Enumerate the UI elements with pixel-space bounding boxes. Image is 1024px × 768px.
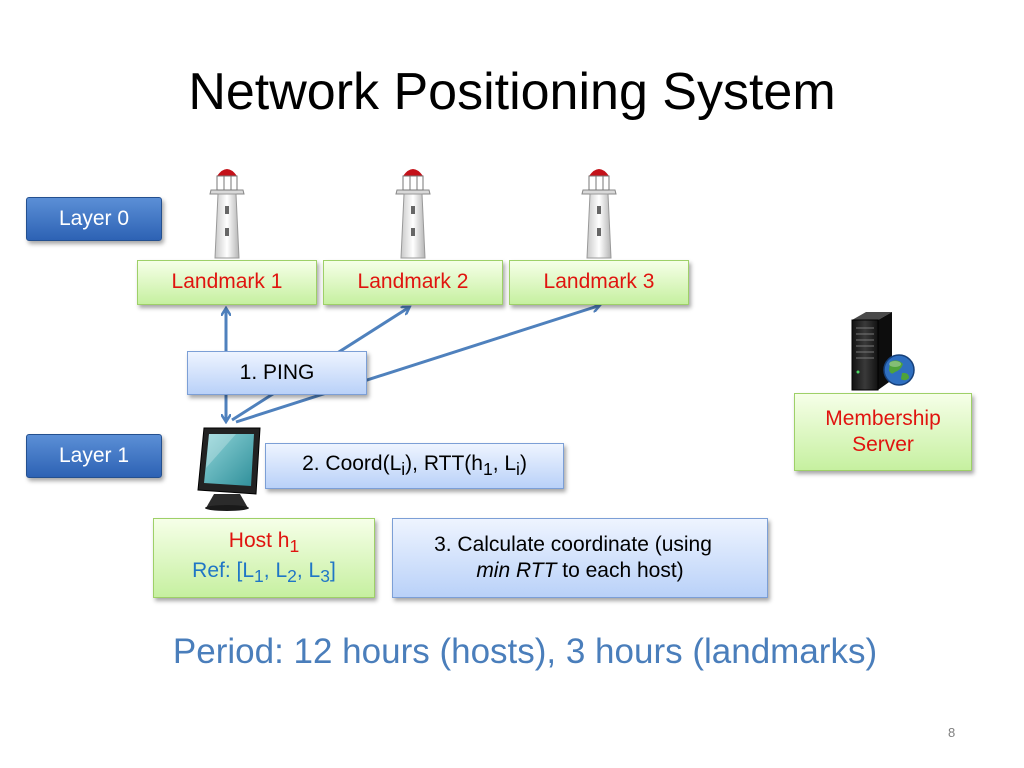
landmark-3-label: Landmark 3 [543, 270, 655, 294]
layer-0-label: Layer 0 [26, 197, 162, 241]
lighthouse-icon [581, 169, 617, 259]
calculate-line-2: min RTT to each host) [476, 559, 684, 582]
page-number: 8 [948, 725, 956, 740]
layer-0-text: Layer 0 [58, 206, 130, 230]
membership-server-line-1: Membership [825, 406, 941, 430]
monitor-icon [197, 427, 261, 511]
lighthouse-icon [395, 169, 431, 259]
landmark-2-box: Landmark 2 [323, 260, 503, 305]
landmark-1-label: Landmark 1 [171, 270, 283, 294]
calculate-line-1: 3. Calculate coordinate (using [434, 532, 712, 556]
membership-server-line-2: Server [852, 433, 914, 456]
membership-server-box: Membership Server [794, 393, 972, 471]
host-name: Host h1 [228, 528, 300, 557]
layer-1-text: Layer 1 [58, 443, 130, 467]
landmark-3-box: Landmark 3 [509, 260, 689, 305]
host-box: Host h1 Ref: [L1, L2, L3] [153, 518, 375, 598]
coord-step-box: 2. Coord(Li), RTT(h1, Li) [265, 443, 564, 489]
arrow-to-landmark-3 [235, 306, 598, 424]
coord-step-label: 2. Coord(Li), RTT(h1, Li) [302, 451, 527, 480]
ping-step-box: 1. PING [187, 351, 367, 395]
calculate-step-box: 3. Calculate coordinate (using min RTT t… [392, 518, 768, 598]
ping-step-label: 1. PING [239, 360, 315, 384]
landmark-2-label: Landmark 2 [357, 270, 469, 294]
host-ref: Ref: [L1, L2, L3] [192, 559, 336, 587]
lighthouse-icon [209, 169, 245, 259]
layer-1-label: Layer 1 [26, 434, 162, 478]
landmark-1-box: Landmark 1 [137, 260, 317, 305]
slide-title: Network Positioning System [188, 63, 836, 121]
period-note: Period: 12 hours (hosts), 3 hours (landm… [172, 632, 878, 671]
globe-icon [883, 354, 915, 386]
